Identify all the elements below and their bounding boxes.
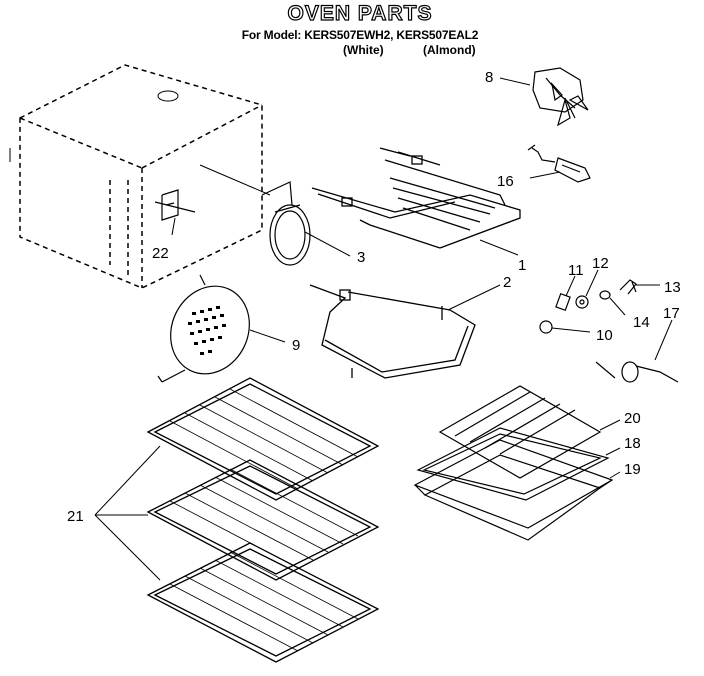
part-21-oven-rack-top — [146, 377, 380, 501]
callout-21: 21 — [67, 508, 84, 525]
callout-20: 20 — [624, 410, 641, 427]
oven-cavity-outline — [19, 64, 263, 289]
callout-14: 14 — [633, 314, 650, 331]
callout-22: 22 — [152, 245, 169, 262]
callout-16: 16 — [497, 173, 514, 190]
callout-2: 2 — [503, 274, 511, 291]
callout-19: 19 — [624, 461, 641, 478]
oven-cavity-details — [9, 90, 271, 196]
part-3-fan-shroud — [261, 181, 311, 266]
variant-almond-label: (Almond) — [423, 43, 476, 57]
part-19-broiler-pan — [413, 439, 614, 541]
callout-1: 1 — [518, 257, 526, 274]
part-21-oven-rack-middle — [146, 459, 380, 581]
callout-3: 3 — [357, 249, 365, 266]
parts-10-14-small-hardware — [539, 279, 637, 334]
part-9-perforation — [188, 306, 226, 355]
callout-10: 10 — [596, 327, 613, 344]
part-17-probe-wire — [595, 361, 679, 383]
rack-wires — [169, 388, 359, 652]
part-9-fan-cover — [157, 274, 250, 383]
part-21-oven-rack-bottom — [146, 542, 380, 663]
part-16-sensor — [527, 144, 591, 183]
callout-12: 12 — [592, 255, 609, 272]
leader-lines — [94, 77, 673, 581]
part-20-pan-insert — [438, 385, 602, 479]
callout-9: 9 — [292, 337, 300, 354]
variant-white-label: (White) — [343, 43, 384, 57]
part-2-bake-element — [309, 284, 476, 379]
callout-18: 18 — [624, 435, 641, 452]
part-1-broil-element — [311, 147, 521, 249]
part-22-bracket — [154, 189, 196, 221]
callout-8: 8 — [485, 69, 493, 86]
model-subtitle: For Model: KERS507EWH2, KERS507EAL2 — [241, 28, 479, 42]
callout-17: 17 — [663, 305, 680, 322]
page-title: OVEN PARTS — [287, 1, 433, 25]
callout-numbers: 1 2 3 8 9 10 11 12 13 14 16 17 18 19 20 … — [67, 69, 681, 525]
part-8-convection-motor — [532, 67, 589, 127]
part-18-broiler-grid — [416, 427, 610, 501]
callout-13: 13 — [664, 279, 681, 296]
callout-11: 11 — [568, 262, 584, 279]
